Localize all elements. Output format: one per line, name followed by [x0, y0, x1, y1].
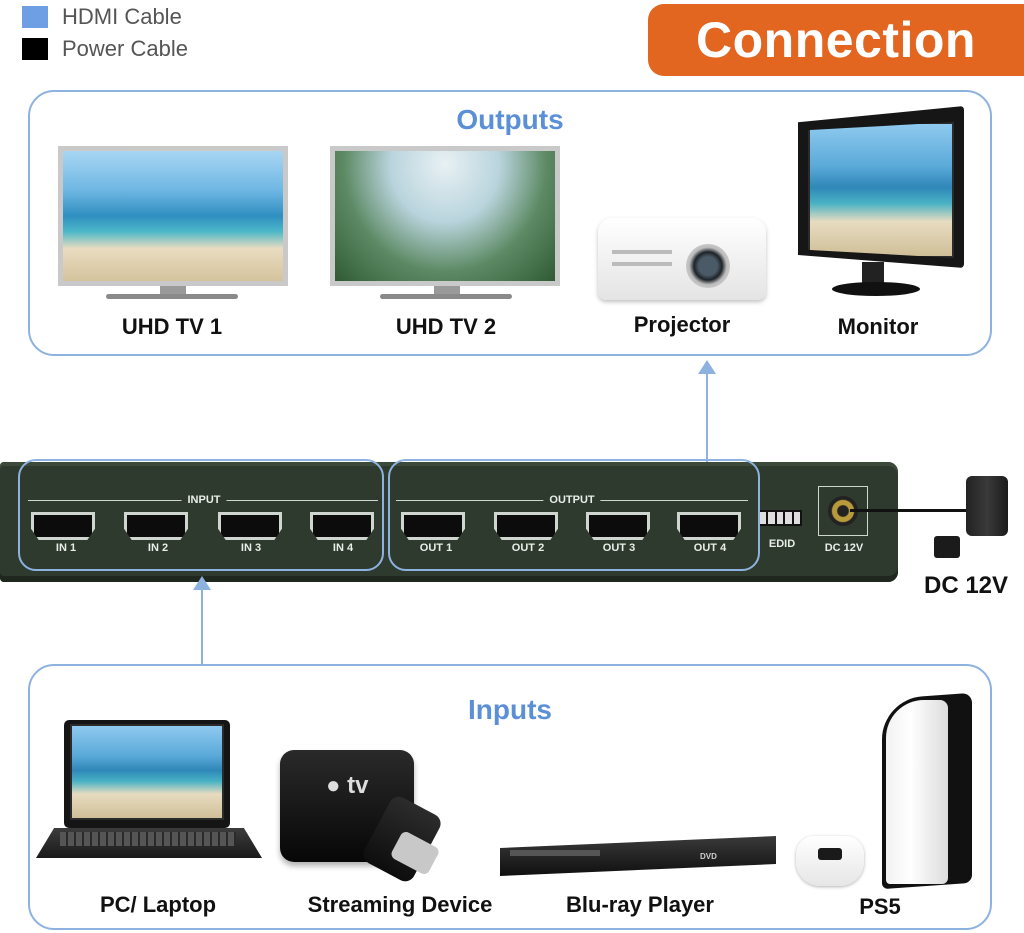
tv1-screen: [58, 146, 288, 286]
apple-logo-icon: ● tv: [326, 772, 369, 799]
device-label-uhd-tv-1: UHD TV 1: [121, 314, 223, 339]
port-label-out-2: OUT 2: [511, 542, 545, 554]
port-label-in-2: IN 2: [147, 542, 169, 554]
power-swatch: [22, 38, 48, 60]
hdmi-port-out-2[interactable]: [494, 512, 558, 540]
legend-hdmi: HDMI Cable: [22, 4, 182, 30]
port-label-out-3: OUT 3: [602, 542, 636, 554]
monitor-screen: [808, 122, 954, 258]
arrow-up-icon: [698, 360, 716, 374]
device-label-monitor: Monitor: [837, 314, 919, 339]
port-label-out-4: OUT 4: [693, 542, 727, 554]
dvd-logo-icon: DVD: [700, 852, 717, 861]
input-ports-highlight: [18, 459, 384, 571]
power-adapter-icon: [966, 476, 1008, 536]
hdmi-port-out-3[interactable]: [586, 512, 650, 540]
output-group-title: OUTPUT: [543, 494, 601, 506]
hdmi-port-out-4[interactable]: [677, 512, 741, 540]
power-label: DC 12V: [924, 572, 1009, 599]
input-group-title: INPUT: [181, 494, 227, 506]
edid-dip-switch[interactable]: [758, 510, 802, 526]
inputs-title: Inputs: [468, 694, 552, 725]
badge-title: Connection: [696, 12, 976, 68]
legend-label: HDMI Cable: [62, 4, 182, 29]
device-label-bluray-player: Blu-ray Player: [566, 892, 714, 917]
dc-port-label: DC 12V: [824, 542, 864, 554]
hdmi-port-in-3[interactable]: [218, 512, 282, 540]
edid-label: EDID: [768, 538, 796, 550]
legend-power: Power Cable: [22, 36, 188, 62]
device-label-ps5: PS5: [859, 894, 901, 919]
device-label-projector: Projector: [633, 312, 731, 337]
tv2-screen: [330, 146, 560, 286]
hdmi-port-in-2[interactable]: [124, 512, 188, 540]
port-label-in-1: IN 1: [55, 542, 77, 554]
connection-badge: Connection: [648, 4, 1024, 76]
output-ports-highlight: [388, 459, 760, 571]
port-label-in-4: IN 4: [332, 542, 354, 554]
hdmi-port-in-4[interactable]: [310, 512, 374, 540]
hdmi-port-in-1[interactable]: [31, 512, 95, 540]
outputs-title: Outputs: [456, 104, 564, 135]
legend-label: Power Cable: [62, 36, 188, 61]
hdmi-port-out-1[interactable]: [401, 512, 465, 540]
output-connection-line: [706, 374, 708, 464]
hdmi-swatch: [22, 6, 48, 28]
device-label-pc-laptop: PC/ Laptop: [99, 892, 217, 917]
arrow-up-icon: [193, 576, 211, 590]
port-label-out-1: OUT 1: [419, 542, 453, 554]
power-cable: [850, 509, 972, 512]
plug-adapter-icon: [934, 536, 960, 558]
device-label-streaming-device: Streaming Device: [307, 892, 493, 917]
input-connection-line: [201, 590, 203, 666]
device-label-uhd-tv-2: UHD TV 2: [395, 314, 497, 339]
controller-icon: [796, 836, 864, 886]
port-label-in-3: IN 3: [240, 542, 262, 554]
